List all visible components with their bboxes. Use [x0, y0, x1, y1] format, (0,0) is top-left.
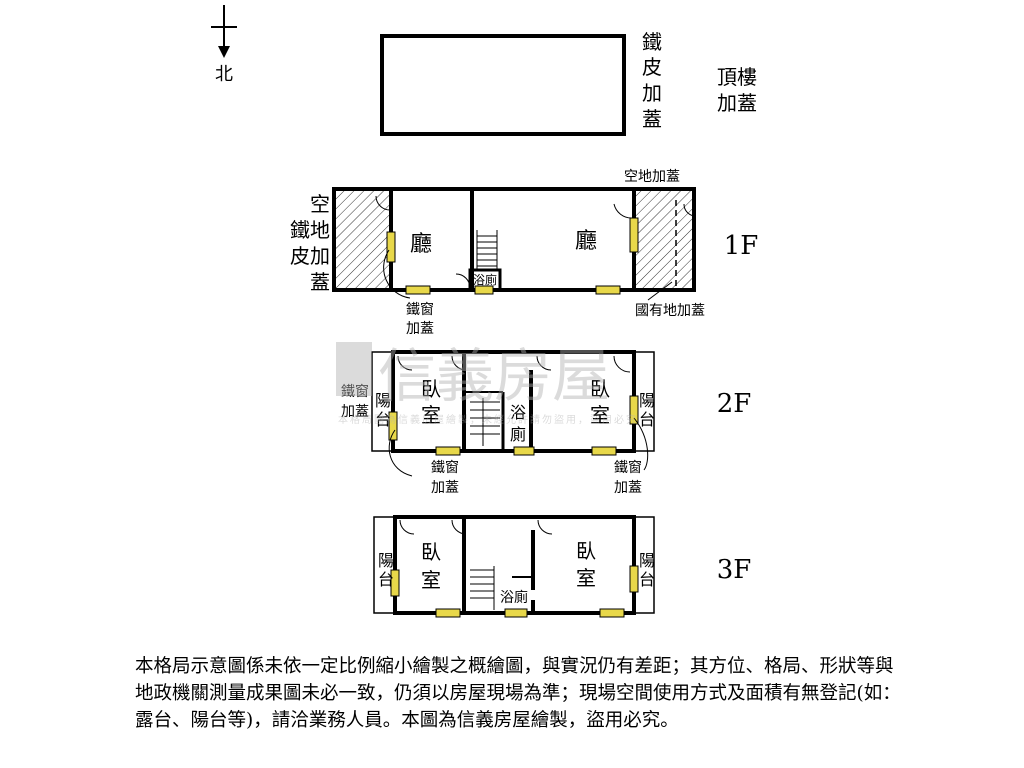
left-annex-label-1: 空	[310, 192, 330, 216]
balcony-left-2f	[371, 351, 394, 452]
window-note-2f-right-line2: 加蓋	[614, 480, 642, 496]
roof-floor: 鐵 皮 加 蓋 頂樓 加蓋	[380, 30, 757, 136]
compass-north-label: 北	[215, 64, 233, 85]
window-note-1f-line1: 鐵窗	[406, 301, 434, 318]
left-annex-label-2: 鐵地	[290, 218, 330, 242]
roof-side-label-3: 加	[642, 81, 662, 105]
stairs-1f	[476, 230, 498, 270]
window-icon	[591, 446, 617, 456]
window-note-2f-left-line2: 加蓋	[431, 480, 459, 496]
window-icon	[386, 231, 396, 263]
leader-line	[383, 249, 411, 299]
bath-2f-label-1: 浴	[510, 403, 526, 422]
leader-line	[388, 429, 413, 477]
window-note-1f-line2: 加蓋	[406, 321, 434, 337]
left-annex-hatch	[335, 190, 390, 290]
bath-1f-label: 浴廁	[473, 272, 497, 287]
brand-watermark: 信義房屋 本格局圖為信義房屋繪製，未經允許請勿盜用，盜用必究	[336, 342, 638, 426]
door-swing-icon	[537, 519, 553, 535]
door-swing-icon	[399, 519, 415, 535]
room-right-1f-label: 廳	[575, 229, 597, 254]
level-2f-label: 2F	[717, 389, 752, 419]
room-right-2f-label-2: 室	[590, 403, 610, 427]
level-1f-label: 1F	[724, 231, 759, 261]
window-icon	[435, 608, 461, 618]
door-swing-icon	[683, 203, 695, 217]
stairs-2f	[470, 398, 500, 446]
balcony-right-3f-label-2: 台	[639, 570, 655, 589]
door-swing-icon	[613, 203, 633, 219]
door-swing-icon	[536, 355, 552, 371]
window-icon	[388, 411, 398, 441]
balcony-left-2f-label-2: 台	[375, 410, 391, 429]
window-icon	[504, 608, 528, 618]
balcony-left-3f-label-2: 台	[378, 570, 394, 589]
right-annex-top-label: 空地加蓋	[624, 169, 680, 185]
balcony-right-3f	[633, 516, 655, 614]
stairs-3f	[470, 566, 495, 610]
roof-level-label-2: 加蓋	[717, 91, 757, 115]
north-arrow-icon	[218, 46, 230, 58]
roof-level-label-1: 頂樓	[717, 65, 757, 89]
room-left-2f-label-2: 室	[421, 403, 441, 427]
window-note-2f-left-line1: 鐵窗	[431, 459, 459, 476]
balcony-left-3f-label-1: 陽	[378, 551, 394, 570]
room-right-3f-label-2: 室	[576, 566, 596, 590]
window-icon	[405, 285, 431, 295]
level-3f-label: 3F	[717, 555, 752, 585]
window-note-2f-right-line1: 鐵窗	[614, 459, 642, 476]
window-icon	[629, 217, 639, 253]
balcony-left-3f	[373, 516, 396, 614]
floor-1f-outline	[332, 187, 696, 292]
brand-logo-icon	[336, 342, 372, 396]
bath-3f-label: 浴廁	[500, 589, 528, 606]
floor-2f: 鐵窗 加蓋 陽 台 臥 室 浴 廁 臥 室 陽 台 鐵窗 加蓋 鐵窗 加蓋 2F	[341, 350, 752, 496]
window-icon	[513, 446, 535, 456]
floor-plan-diagram: 北 鐵 皮 加 蓋 頂樓 加蓋	[211, 5, 758, 618]
bath-2f-label-2: 廁	[510, 425, 526, 444]
window-icon	[435, 446, 461, 456]
leader-line	[647, 281, 673, 301]
leader-line	[633, 417, 649, 471]
room-left-1f-label: 廳	[410, 232, 432, 257]
roof-side-label-1: 鐵	[642, 30, 662, 54]
state-land-label: 國有地加蓋	[635, 303, 705, 319]
watermark-brand: 信義房屋	[378, 342, 610, 410]
balcony-left-2f-label-1: 陽	[375, 391, 391, 410]
window-left-2f-line2: 加蓋	[341, 404, 369, 420]
window-icon	[474, 285, 494, 295]
left-annex-label-4: 蓋	[310, 270, 330, 294]
room-right-3f-label-1: 臥	[576, 539, 596, 563]
watermark-small-text: 本格局圖為信義房屋繪製，未經允許請勿盜用，盜用必究	[338, 413, 638, 426]
roof-side-label-4: 蓋	[642, 107, 662, 131]
room-left-2f-label-1: 臥	[421, 377, 441, 401]
floor-1f: 空 鐵地 皮加 蓋 空地加蓋 廳 廳 浴廁 鐵窗 加蓋 國有地加蓋 1F	[290, 169, 758, 337]
window-icon	[599, 608, 625, 618]
door-swing-icon	[375, 195, 391, 211]
roof-side-label-2: 皮	[642, 55, 662, 79]
north-compass: 北	[211, 5, 237, 85]
door-swing-icon	[455, 273, 471, 289]
window-left-2f-line1: 鐵窗	[341, 383, 369, 400]
balcony-right-3f-label-1: 陽	[639, 551, 655, 570]
window-icon	[595, 285, 621, 295]
door-swing-icon	[451, 355, 467, 371]
window-icon	[629, 565, 639, 593]
balcony-right-2f-label-1: 陽	[639, 391, 655, 410]
room-left-3f-label-1: 臥	[421, 540, 441, 564]
window-icon	[629, 395, 639, 425]
balcony-right-2f-label-2: 台	[639, 410, 655, 429]
roof-addition-outline	[380, 34, 626, 136]
door-swing-icon	[613, 355, 631, 373]
window-icon	[390, 569, 400, 597]
door-swing-icon	[451, 519, 467, 535]
room-left-3f-label-2: 室	[421, 568, 441, 592]
room-right-2f-label-1: 臥	[590, 377, 610, 401]
right-annex-hatch	[636, 190, 693, 290]
floor-3f: 陽 台 臥 室 浴廁 臥 室 陽 台 3F	[373, 515, 752, 618]
disclaimer-text: 本格局示意圖係未依一定比例縮小繪製之概繪圖，與實況仍有差距；其方位、格局、形狀等…	[135, 656, 901, 731]
door-swing-icon	[397, 355, 413, 371]
left-annex-label-3: 皮加	[290, 244, 330, 268]
